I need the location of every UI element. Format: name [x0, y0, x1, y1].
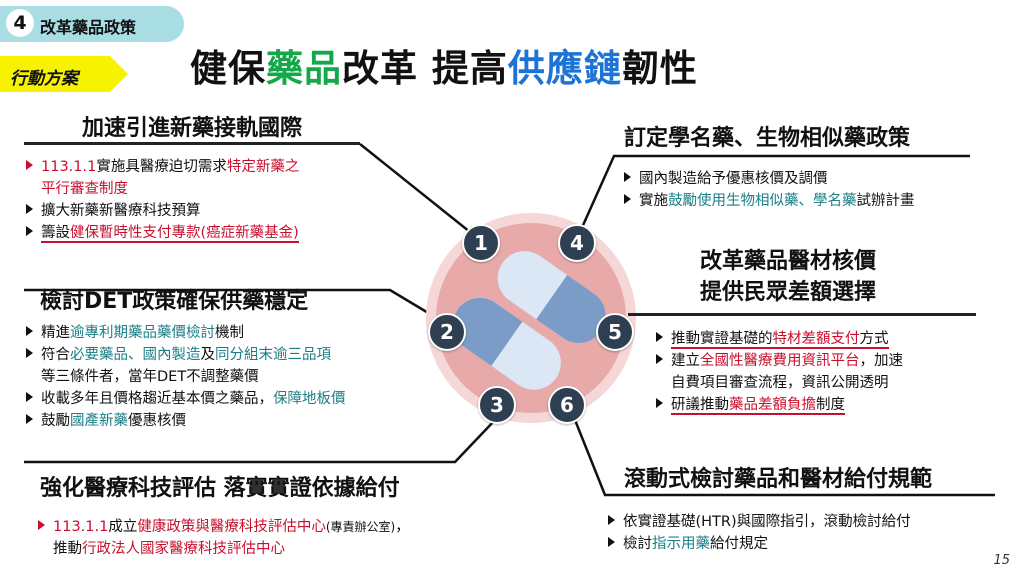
arrow-icon [26, 326, 33, 336]
section-2-title: 檢討DET政策確保供藥穩定 [40, 289, 309, 314]
section-5-title-line2: 提供民眾差額選擇 [700, 280, 877, 305]
section-2-bullets: 精進逾專利期藥品藥價檢討機制 符合必要藥品、國內製造及同分組末逾三品項 等三條件… [26, 322, 346, 432]
section-1-bullets: 113.1.1實施具醫療迫切需求特定新藥之 平行審查制度 擴大新藥新醫療科技預算… [26, 156, 299, 244]
list-item-cont: 等三條件者，當年DET不調整藥價 [41, 369, 259, 385]
arrow-icon [38, 520, 45, 530]
section-1-title: 加速引進新藥接軌國際 [82, 116, 303, 141]
list-item-cont: 推動行政法人國家醫療科技評估中心 [53, 541, 285, 557]
list-item: 研議推動藥品差額負擔制度 [656, 394, 903, 416]
section-5-rule [628, 313, 976, 316]
section-3-bullets: 113.1.1成立健康政策與醫療科技評估中心(專責辦公室)， 推動行政法人國家醫… [38, 516, 410, 560]
list-item: 鼓勵國產新藥優惠核價 [26, 410, 346, 432]
page-number: 15 [993, 553, 1010, 568]
list-item: 籌設健保暫時性支付專款(癌症新藥基金) [26, 222, 299, 244]
section-6-title: 滾動式檢討藥品和醫材給付規範 [624, 467, 933, 492]
list-item: 推動實證基礎的特材差額支付方式 [656, 328, 903, 350]
arrow-icon [656, 332, 663, 342]
list-item: 擴大新藥新醫療科技預算 [26, 200, 299, 222]
arrow-icon [608, 515, 615, 525]
badge-6: 6 [548, 386, 586, 424]
arrow-icon [656, 398, 663, 408]
section-5-bullets: 推動實證基礎的特材差額支付方式 建立全國性醫療費用資訊平台，加速 自費項目審查流… [656, 328, 903, 416]
section-tab-label: 改革藥品政策 [40, 18, 137, 37]
section-4-bullets: 國內製造給予優惠核價及調價 實施鼓勵使用生物相似藥、學名藥試辦計畫 [624, 168, 915, 212]
action-plan-tag [0, 56, 128, 92]
list-item: 檢討指示用藥給付規定 [608, 533, 911, 555]
page-title: 健保藥品改革 提高供應鏈韌性 [190, 47, 698, 90]
pill-background-circle [426, 213, 636, 423]
section-3-title: 強化醫療科技評估 落實實證依據給付 [40, 476, 400, 501]
badge-4: 4 [558, 224, 596, 262]
section-4-title: 訂定學名藥、生物相似藥政策 [624, 126, 911, 151]
list-item: 113.1.1實施具醫療迫切需求特定新藥之 [26, 156, 299, 178]
arrow-icon [26, 160, 33, 170]
section-5-title-line1: 改革藥品醫材核價 [700, 249, 877, 274]
arrow-icon [608, 537, 615, 547]
arrow-icon [624, 194, 631, 204]
list-item: 國內製造給予優惠核價及調價 [624, 168, 915, 190]
action-plan-label: 行動方案 [10, 69, 78, 89]
badge-2: 2 [428, 313, 466, 351]
arrow-icon [26, 226, 33, 236]
list-item-cont: 平行審查制度 [41, 181, 128, 197]
badge-5: 5 [596, 313, 634, 351]
badge-3: 3 [478, 386, 516, 424]
list-item: 收載多年且價格趨近基本價之藥品，保障地板價 [26, 388, 346, 410]
arrow-icon [26, 348, 33, 358]
arrow-icon [26, 204, 33, 214]
arrow-icon [624, 172, 631, 182]
list-item: 符合必要藥品、國內製造及同分組末逾三品項 [26, 344, 346, 366]
list-item: 建立全國性醫療費用資訊平台，加速 [656, 350, 903, 372]
section-6-bullets: 依實證基礎(HTR)與國際指引，滾動檢討給付 檢討指示用藥給付規定 [608, 511, 911, 555]
arrow-icon [656, 354, 663, 364]
badge-1: 1 [462, 224, 500, 262]
section-1-rule [24, 142, 360, 145]
list-item-cont: 自費項目審查流程，資訊公開透明 [671, 375, 889, 391]
arrow-icon [26, 392, 33, 402]
list-item: 精進逾專利期藥品藥價檢討機制 [26, 322, 346, 344]
pill-icon [452, 251, 606, 390]
section-tab-number: 4 [6, 9, 34, 37]
list-item: 依實證基礎(HTR)與國際指引，滾動檢討給付 [608, 511, 911, 533]
list-item: 實施鼓勵使用生物相似藥、學名藥試辦計畫 [624, 190, 915, 212]
arrow-icon [26, 414, 33, 424]
list-item: 113.1.1成立健康政策與醫療科技評估中心(專責辦公室)， [38, 516, 410, 538]
